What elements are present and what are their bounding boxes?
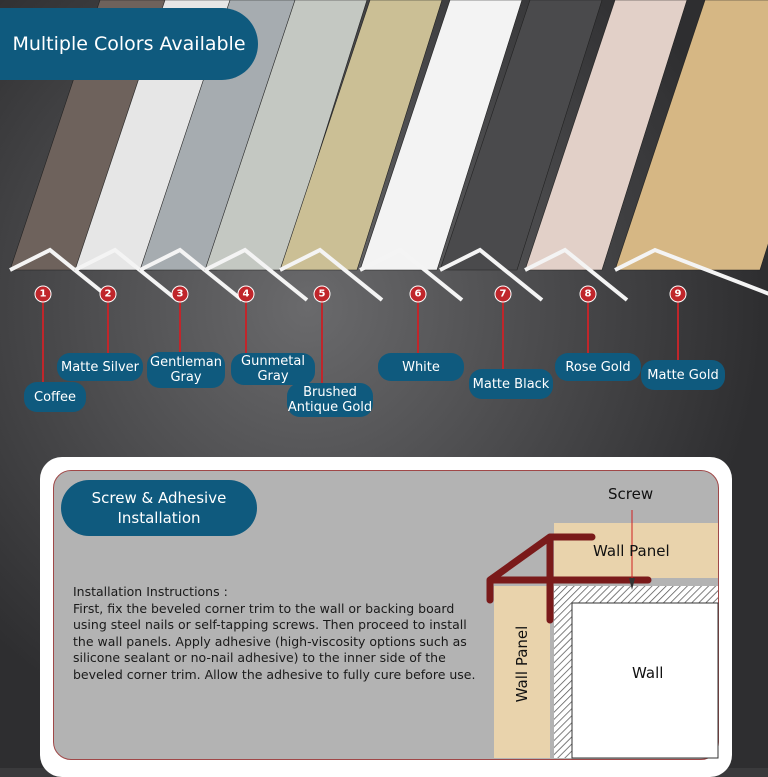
callout-line: [502, 300, 504, 371]
trim-strip-6: [359, 0, 523, 271]
color-number-badge: 9: [669, 285, 687, 303]
instructions-heading: Installation Instructions :: [73, 584, 228, 599]
callout-line: [417, 300, 419, 355]
installation-instructions: Installation Instructions : First, fix t…: [73, 584, 483, 683]
color-number-badge: 4: [237, 285, 255, 303]
color-number-badge: 2: [99, 285, 117, 303]
color-number-badge: 7: [494, 285, 512, 303]
color-number-badge: 6: [409, 285, 427, 303]
trim-profile-edge: [439, 247, 544, 302]
color-number-badge: 3: [171, 285, 189, 303]
color-number-badge: 1: [34, 285, 52, 303]
trim-profile-edge: [74, 247, 179, 302]
color-label-rose-gold: Rose Gold: [555, 353, 641, 381]
trim-profile-edge: [204, 247, 309, 302]
color-label-matte-silver: Matte Silver: [57, 353, 143, 381]
trim-profile-edge: [524, 247, 629, 302]
trim-strip-8: [524, 0, 688, 271]
color-number-badge: 5: [313, 285, 331, 303]
trim-strip-9: [614, 0, 768, 271]
wall-panel-top-label: Wall Panel: [593, 542, 670, 560]
wall-panel-side-label: Wall Panel: [513, 625, 531, 703]
wall-label: Wall: [632, 664, 664, 682]
color-label-matte-gold: Matte Gold: [641, 360, 725, 390]
color-label-gunmetal-gray: Gunmetal Gray: [231, 353, 315, 385]
trim-profile-edge: [9, 247, 114, 302]
trim-profile-edge: [279, 247, 384, 302]
color-label-matte-black: Matte Black: [469, 369, 553, 399]
callout-line: [587, 300, 589, 355]
screw-label: Screw: [608, 485, 654, 503]
color-label-brushed-antique-gold: Brushed Antique Gold: [287, 383, 373, 417]
callout-line: [677, 300, 679, 362]
color-label-coffee: Coffee: [24, 382, 86, 412]
trim-strip-7: [439, 0, 603, 271]
trim-profile-edge: [614, 247, 768, 296]
callout-line: [245, 300, 247, 355]
trim-profile-edge: [139, 247, 244, 302]
callout-line: [42, 300, 44, 384]
color-label-gentleman-gray: Gentleman Gray: [147, 352, 225, 388]
page-title: Multiple Colors Available: [0, 8, 258, 80]
trim-strip-5: [279, 0, 443, 271]
instructions-text: First, fix the beveled corner trim to th…: [73, 600, 476, 682]
installation-title: Screw & Adhesive Installation: [61, 480, 257, 536]
color-number-badge: 8: [579, 285, 597, 303]
callout-line: [107, 300, 109, 355]
callout-line: [321, 300, 323, 385]
trim-profile-edge: [359, 247, 464, 302]
callout-line: [179, 300, 181, 354]
color-label-white: White: [378, 353, 464, 381]
